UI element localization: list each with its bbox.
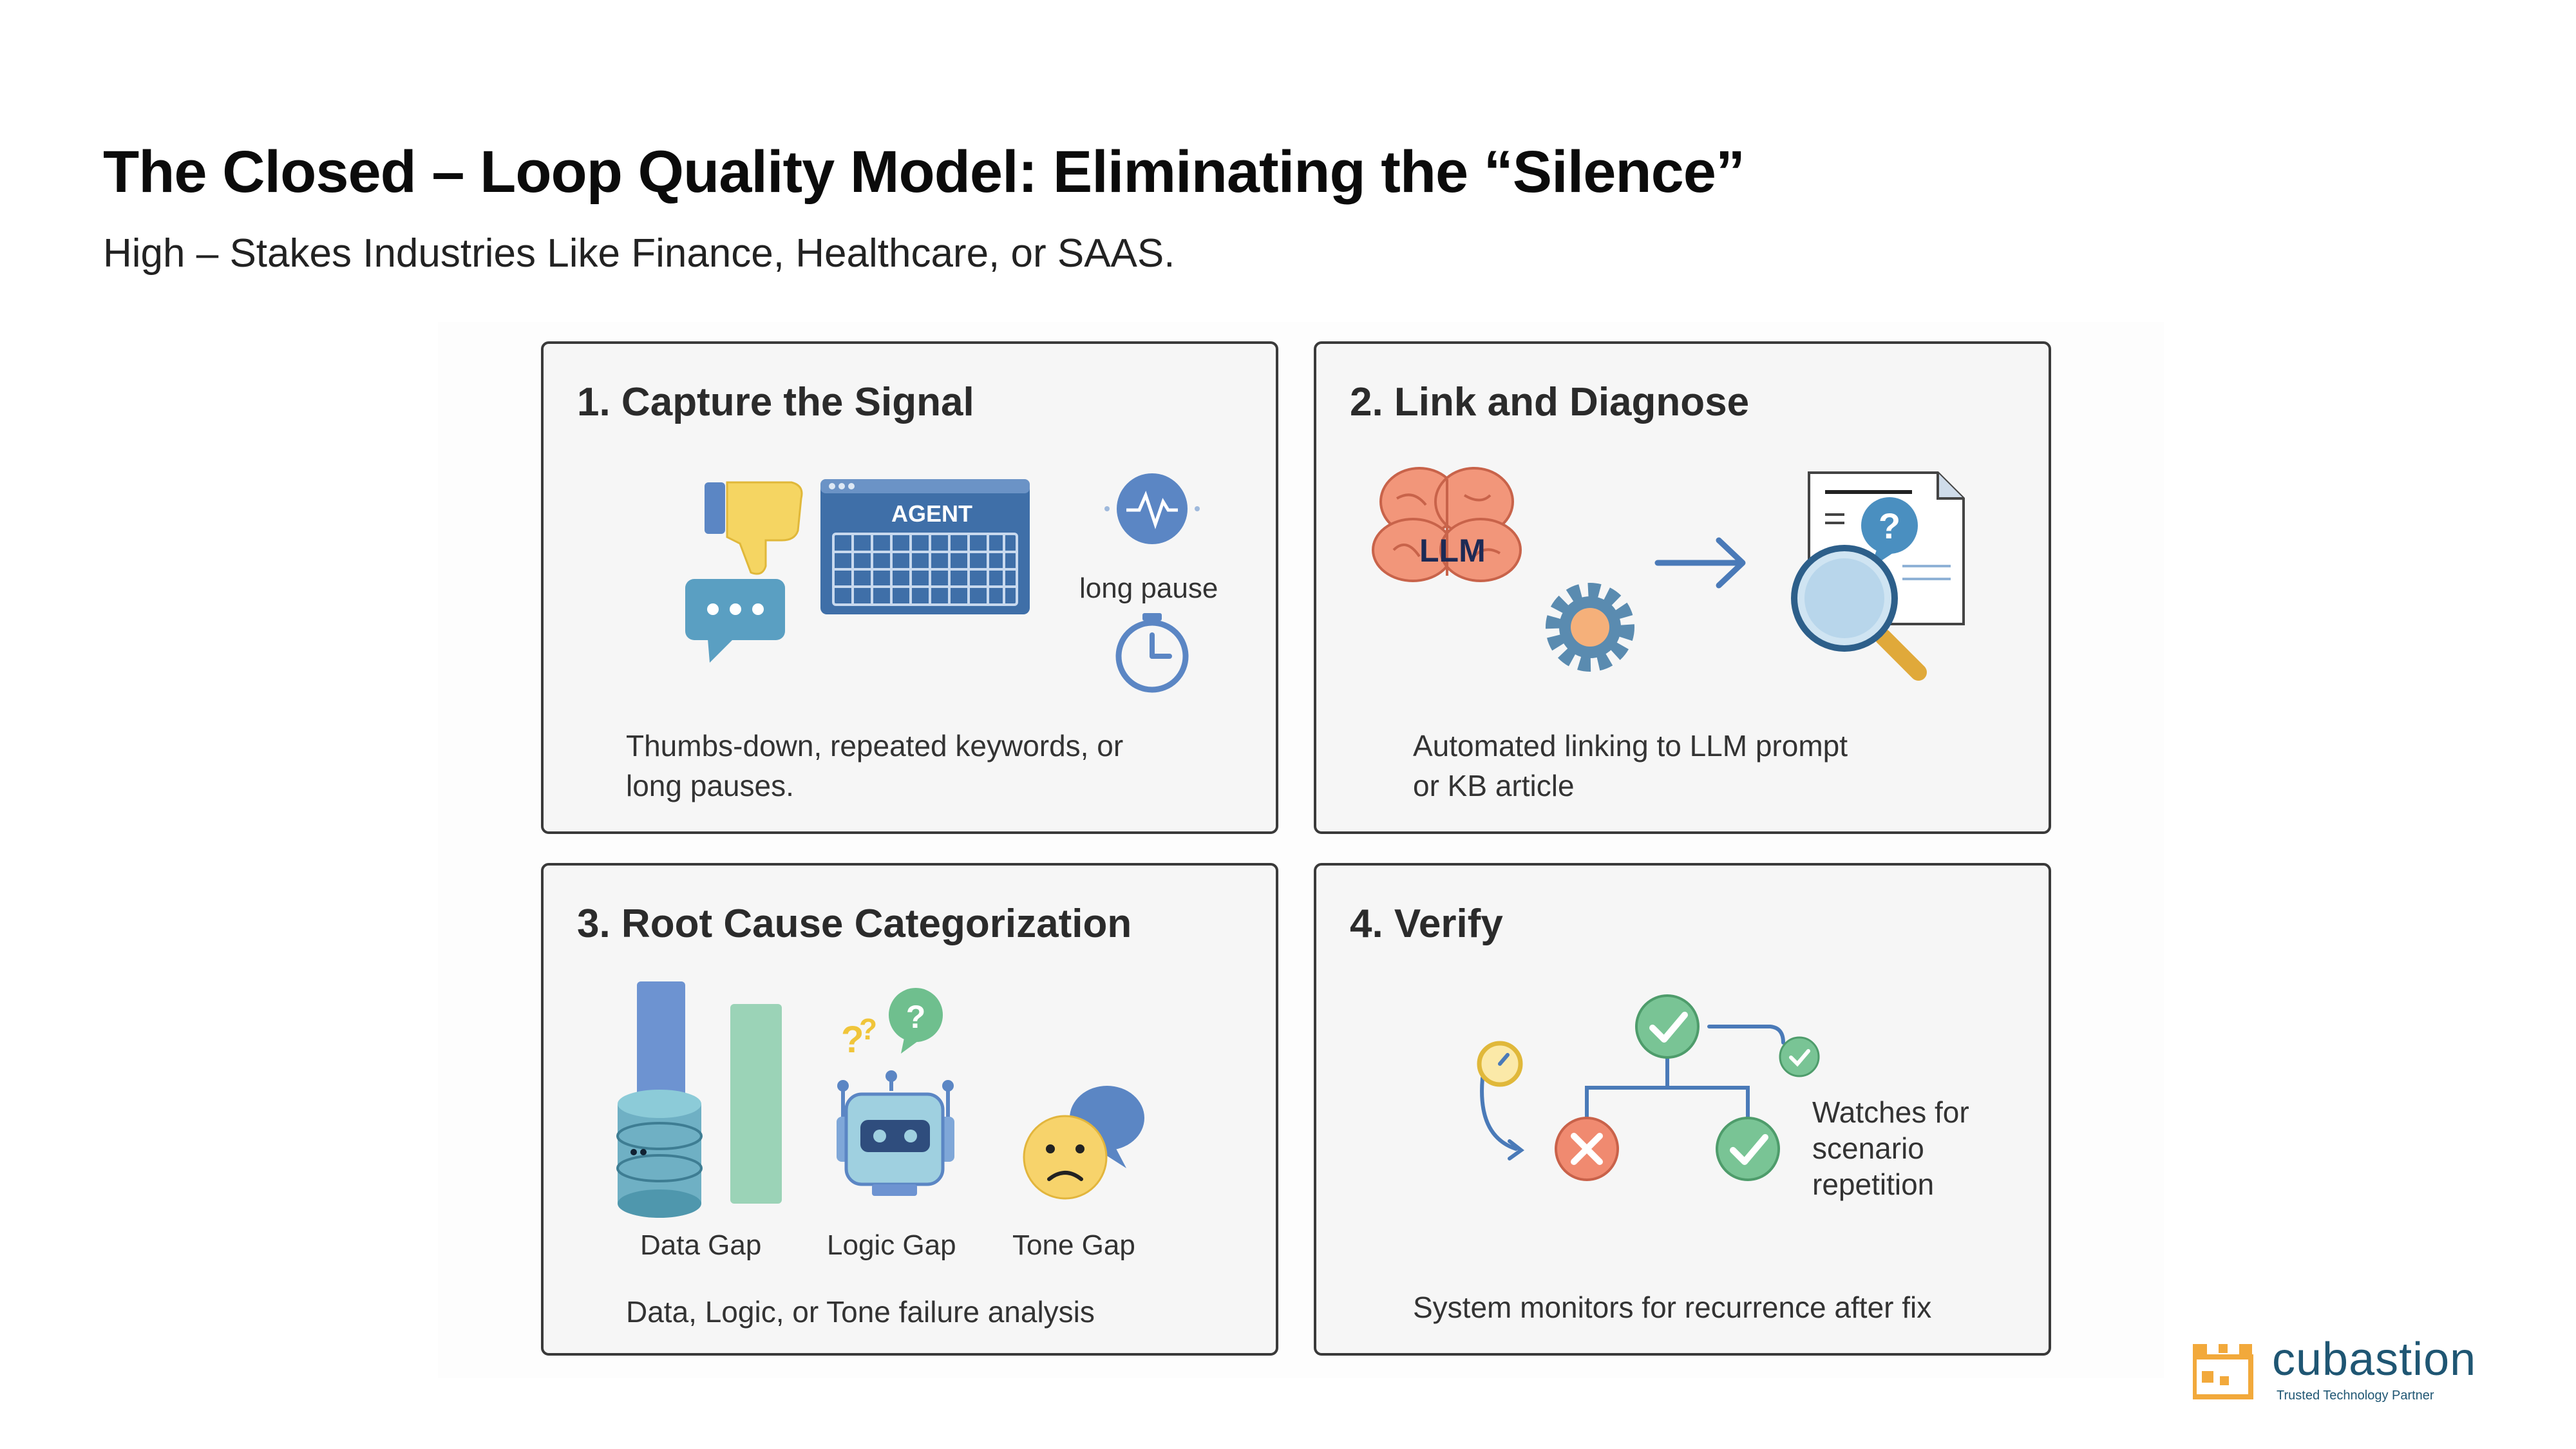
card-title: 4. Verify — [1350, 902, 1503, 946]
card-4-illustration — [1477, 994, 1820, 1181]
sad-face-icon — [1023, 1086, 1144, 1200]
agent-keyboard-icon — [820, 479, 1030, 614]
card-root-cause: 3. Root Cause Categorization ? ? — [541, 863, 1278, 1356]
card-description-line: Thumbs-down, repeated keywords, or — [626, 729, 1124, 762]
card-capture-signal: 1. Capture the Signal — [541, 341, 1278, 834]
card-description-line: Data, Logic, or Tone failure analysis — [626, 1295, 1095, 1329]
brain-icon — [1372, 467, 1522, 582]
logic-gap-label: Logic Gap — [827, 1229, 956, 1261]
svg-text:?: ? — [906, 999, 926, 1035]
card-description-line: System monitors for recurrence after fix — [1413, 1291, 1932, 1324]
card-title: 3. Root Cause Categorization — [577, 902, 1132, 946]
card-1-illustration — [685, 473, 1200, 693]
card-description-line: Automated linking to LLM prompt — [1413, 729, 1848, 762]
card-2-illustration: ? — [1372, 467, 1965, 681]
card-description: Automated linking to LLM prompt or KB ar… — [1413, 726, 1993, 806]
data-gap-label: Data Gap — [640, 1229, 762, 1261]
thumbs-down-icon — [705, 481, 803, 575]
chat-bubble-icon — [685, 579, 785, 663]
page-title: The Closed – Loop Quality Model: Elimina… — [103, 139, 1745, 205]
card-description: System monitors for recurrence after fix — [1413, 1287, 1993, 1327]
watches-line: Watches for — [1812, 1095, 1969, 1129]
llm-label: LLM — [1419, 533, 1486, 569]
card-title: 1. Capture the Signal — [577, 380, 974, 424]
long-pause-label: long pause — [1079, 573, 1218, 604]
gear-icon — [1546, 583, 1634, 672]
question-marks-icon: ? ? ? — [841, 988, 943, 1061]
tone-gap-label: Tone Gap — [1012, 1229, 1135, 1261]
small-check-icon — [1779, 1036, 1820, 1077]
svg-text:?: ? — [859, 1012, 877, 1046]
check-icon — [1716, 1117, 1780, 1181]
magnifier-icon — [1791, 545, 1927, 681]
stopwatch-icon — [1115, 613, 1189, 693]
card-description-line: or KB article — [1413, 769, 1575, 802]
page-subtitle: High – Stakes Industries Like Finance, H… — [103, 231, 1175, 276]
green-bar — [730, 1004, 782, 1204]
card-title: 2. Link and Diagnose — [1350, 380, 1750, 424]
card-description: Data, Logic, or Tone failure analysis — [626, 1292, 1206, 1332]
logo-tagline: Trusted Technology Partner — [2277, 1388, 2434, 1403]
svg-text:?: ? — [1879, 506, 1900, 546]
watches-label: Watches for scenario repetition — [1812, 1094, 1969, 1202]
question-bubble-icon: ? — [1861, 497, 1918, 568]
database-icon — [616, 1090, 703, 1218]
card-description-line: long pauses. — [626, 769, 794, 802]
arrow-right-icon — [1654, 537, 1746, 589]
blue-bar — [637, 981, 685, 1110]
svg-text:?: ? — [841, 1019, 864, 1061]
logo-name: cubastion — [2272, 1334, 2477, 1385]
diagram-figure: 1. Capture the Signal — [438, 322, 2164, 1378]
robot-icon — [837, 1070, 954, 1196]
watches-line: scenario — [1812, 1132, 1924, 1165]
card-verify: 4. Verify — [1314, 863, 2051, 1356]
agent-label: AGENT — [891, 500, 972, 527]
pulse-icon — [1104, 473, 1200, 544]
x-icon — [1555, 1117, 1619, 1181]
card-3-illustration: ? ? ? — [616, 981, 1144, 1218]
card-description: Thumbs-down, repeated keywords, or long … — [626, 726, 1206, 806]
watches-line: repetition — [1812, 1168, 1935, 1201]
check-icon — [1635, 994, 1700, 1059]
cubastion-logo-icon — [2193, 1344, 2253, 1399]
timer-icon — [1477, 1041, 1523, 1087]
card-link-diagnose: 2. Link and Diagnose — [1314, 341, 2051, 834]
